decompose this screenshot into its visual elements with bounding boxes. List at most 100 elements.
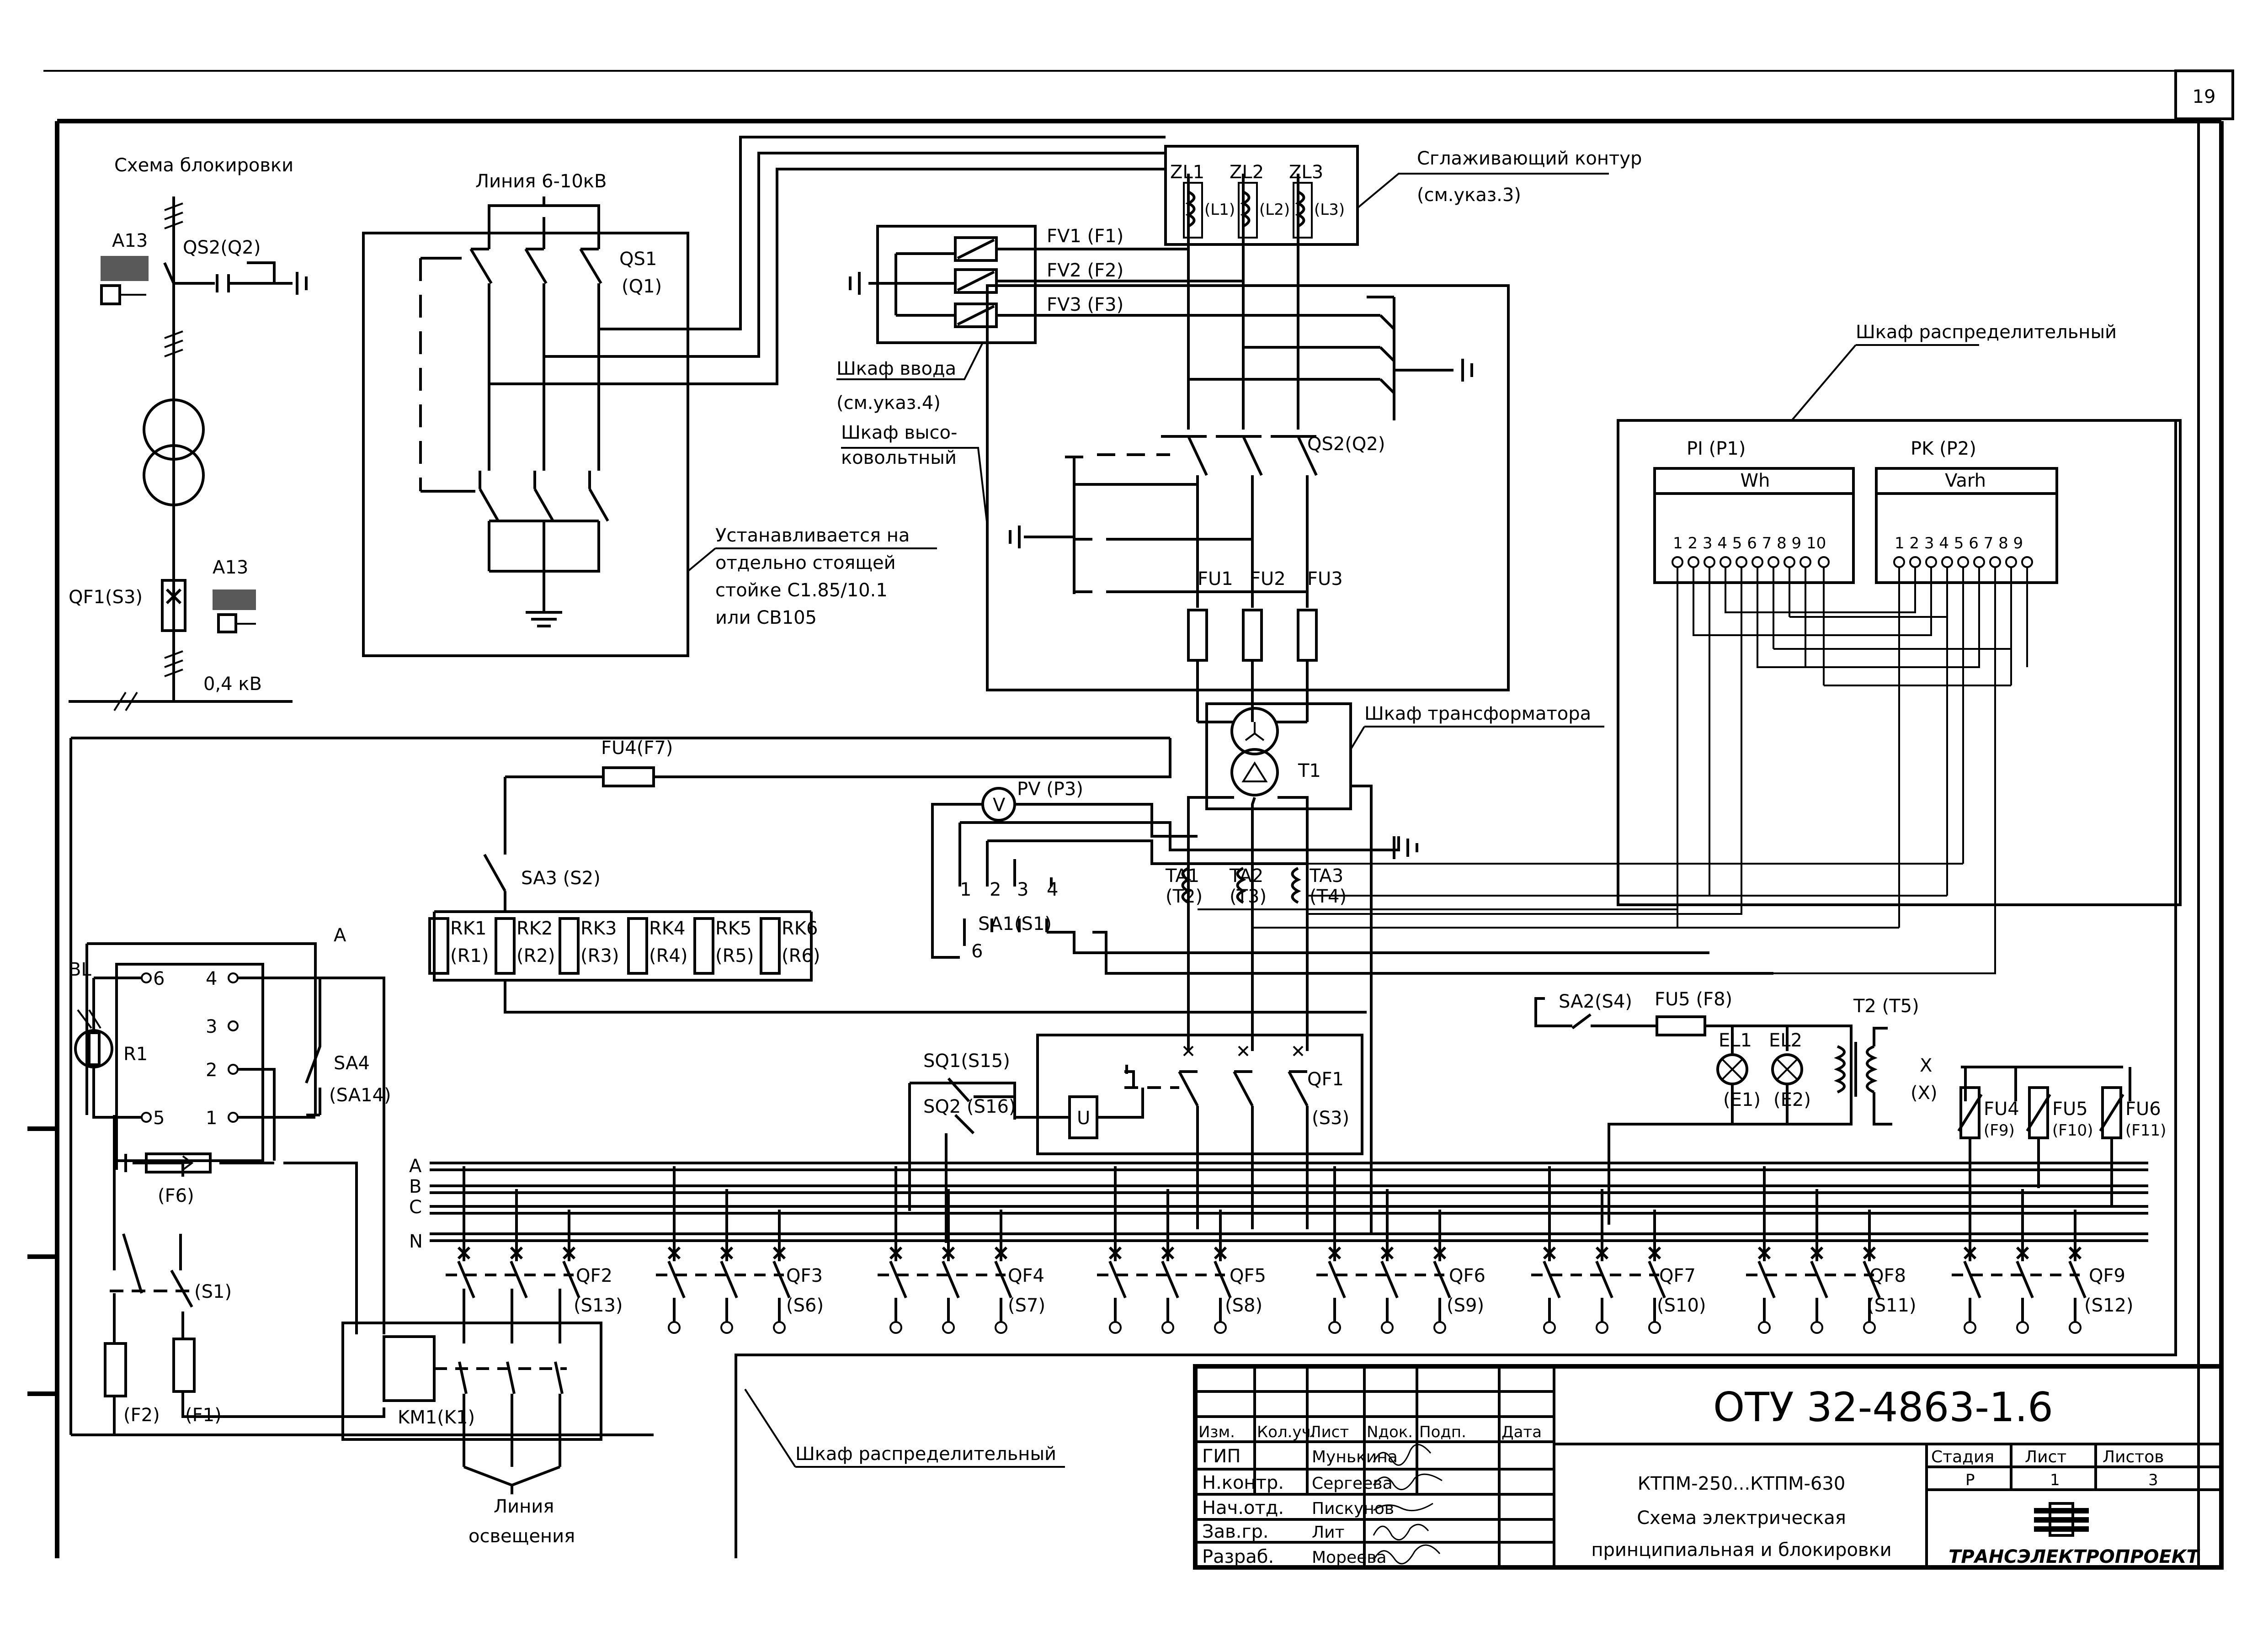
sheets-header: Листов — [2103, 1448, 2164, 1466]
sa1-1-label: 1 — [960, 879, 971, 900]
zl2-label: ZL2 — [1230, 162, 1264, 183]
sheet-number: 19 — [2193, 86, 2216, 107]
transformer-cabinet: T1 Шкаф трансформатора — [1187, 702, 1604, 1234]
desc-line-3: принципиальная и блокировки — [1591, 1540, 1891, 1561]
qf8-label: QF8 — [1869, 1265, 1906, 1286]
qf1-left-label: QF1(S3) — [69, 587, 143, 608]
bus-c-label: C — [409, 1197, 422, 1218]
signature-4 — [1373, 1544, 1441, 1565]
sheets-value: 3 — [2148, 1471, 2158, 1489]
feeder-5-pole-1-x2 — [1108, 1246, 1122, 1260]
s12-label: (S12) — [2084, 1295, 2134, 1316]
feeder-2-pole-2-contact — [510, 1260, 528, 1299]
fu5-top-label: FU5 (F8) — [1655, 989, 1732, 1010]
ta3-label: TA3 — [1309, 865, 1343, 887]
feeder-9-pole-2-contact — [2016, 1260, 2034, 1299]
r6-label: (R6) — [782, 945, 820, 966]
installed-line-1: Устанавливается на — [715, 525, 910, 546]
qf6-label: QF6 — [1449, 1265, 1485, 1286]
s9-label: (S9) — [1447, 1295, 1484, 1316]
fuse-fu5-top — [1656, 1015, 1706, 1036]
r1-label: (R1) — [450, 945, 489, 966]
feeder-5-pole-2-contact — [1161, 1260, 1179, 1299]
s7-label: (S7) — [1008, 1295, 1045, 1316]
installed-line-2: отдельно стоящей — [715, 552, 896, 573]
feeder-9-pole-1-terminal — [1964, 1321, 1976, 1334]
bus-n-label: N — [409, 1231, 423, 1252]
l1-label: (L1) — [1204, 201, 1235, 219]
fuse-f6 — [145, 1152, 212, 1173]
interlock-scheme: Схема блокировки А13 QS2(Q2) QF1(S3) А13… — [69, 155, 308, 711]
zl3-label: ZL3 — [1289, 162, 1323, 183]
sa1-3-label: 3 — [1017, 879, 1028, 900]
fu1-label: FU1 — [1198, 568, 1233, 589]
feeder-9-pole-3-contact — [2068, 1260, 2087, 1299]
feeder-4-pole-1-contact — [889, 1260, 907, 1299]
feeder-6-pole-3-terminal — [1433, 1321, 1446, 1334]
sa3-label: SA3 (S2) — [521, 868, 601, 889]
l3-label: (L3) — [1314, 201, 1345, 219]
hv-conductors — [489, 136, 1299, 430]
installed-line-3: стойке С1.85/10.1 — [715, 580, 888, 601]
feeder-8-pole-2-x2 — [1810, 1246, 1824, 1260]
feeder-7-pole-3-contact — [1648, 1260, 1666, 1299]
tb-name-3: Лит — [1312, 1523, 1344, 1542]
lighting-group: SA2(S4) FU5 (F8) EL1 EL2 (E1) (E2) T2 (T… — [1534, 989, 1938, 1225]
feeder-7-pole-1-x2 — [1543, 1246, 1556, 1260]
feeder-7-pole-2-x2 — [1595, 1246, 1609, 1260]
voltmeter-v: V — [993, 795, 1006, 816]
stage-value: Р — [1965, 1471, 1975, 1489]
s6-label: (S6) — [786, 1295, 824, 1316]
feeder-5-pole-2-terminal — [1161, 1321, 1174, 1334]
smoothing-label: Сглаживающий контур — [1417, 148, 1642, 169]
rk6-label: RK6 — [782, 918, 818, 939]
feeder-5-pole-3-x2 — [1214, 1246, 1227, 1260]
feeder-4-pole-1-terminal — [889, 1321, 902, 1334]
f2-label: (F2) — [123, 1405, 160, 1426]
hv-cabinet: Шкаф высо- ковольтный QS2(Q2) FU1 FU2 FU… — [841, 284, 1510, 722]
feeder-3-pole-1-contact — [667, 1260, 686, 1299]
feeder-6-pole-2-terminal — [1381, 1321, 1394, 1334]
busbars: A B C N — [409, 1156, 2148, 1252]
feeder-2-pole-1-x2 — [457, 1246, 471, 1260]
dist-cabinet-bottom: Шкаф распределительный — [735, 420, 2177, 1558]
lighting-label-1: Линия — [494, 1496, 554, 1517]
fuse-f1 — [172, 1338, 196, 1393]
lock-a13-top — [101, 256, 149, 281]
f9-label: (F9) — [1984, 1121, 2015, 1140]
tb-header-izm: Изм. — [1198, 1423, 1235, 1441]
see-note4-label: (см.указ.4) — [836, 393, 941, 414]
transformer-symbol-lower — [143, 444, 205, 506]
transformer-cabinet-label: Шкаф трансформатора — [1364, 703, 1591, 724]
hv-cabinet-label-2: ковольтный — [841, 447, 957, 468]
sa1-6-label: 6 — [971, 941, 983, 962]
l2-label: (L2) — [1259, 201, 1290, 219]
lock-a13-low — [213, 589, 256, 610]
x-paren-label: (X) — [1911, 1083, 1938, 1104]
qf1-main-label: QF1 — [1307, 1069, 1344, 1090]
feeder-2-pole-3-contact — [562, 1260, 580, 1299]
feeder-8-pole-1-x2 — [1757, 1246, 1771, 1260]
qs2-top-label: QS2(Q2) — [183, 237, 261, 258]
el1-label: EL1 — [1719, 1030, 1752, 1051]
rk2-heater — [495, 917, 516, 975]
title-block: ОТУ 32-4863-1.6 Изм. Кол.уч. Лист Nдок. … — [1193, 1364, 2224, 1570]
transformer-symbol-upper — [143, 398, 205, 461]
rk4-label: RK4 — [649, 918, 685, 939]
dist-cabinet-bottom-label: Шкаф распределительный — [795, 1444, 1056, 1465]
feeder-9-pole-1-contact — [1963, 1260, 1981, 1299]
signature-0 — [1373, 1444, 1432, 1466]
signature-2 — [1373, 1503, 1433, 1512]
pk-terminal-circles — [1893, 556, 2033, 568]
feeder-6-pole-1-contact — [1328, 1260, 1346, 1299]
rk5-label: RK5 — [715, 918, 751, 939]
rk1-heater — [428, 917, 449, 975]
ta1-label: TA1 — [1165, 865, 1199, 887]
t3-ta-label: (T3) — [1230, 886, 1267, 907]
t2-t5-label: T2 (T5) — [1853, 996, 1919, 1017]
feeder-5-pole-2-x2 — [1161, 1246, 1175, 1260]
feeder-4-pole-3-terminal — [995, 1321, 1007, 1334]
bus-b-label: B — [409, 1176, 421, 1197]
rk4-heater — [627, 917, 648, 975]
feeder-3-pole-1-x2 — [667, 1246, 681, 1260]
